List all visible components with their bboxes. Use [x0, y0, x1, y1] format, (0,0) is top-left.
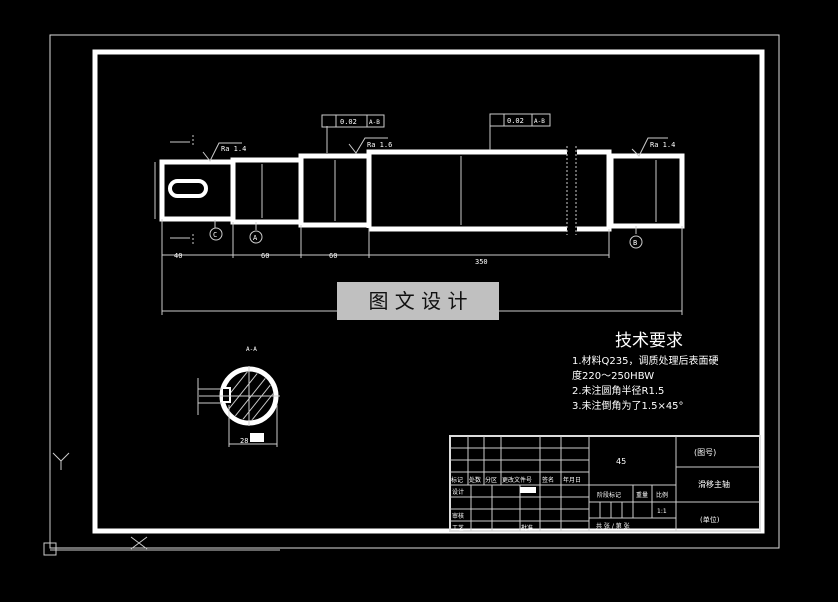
watermark-box: [337, 282, 499, 320]
tb-sheet: 共 张 / 第 张: [596, 522, 630, 530]
dim-length-1: 40: [174, 252, 182, 260]
tech-req-line-4: 3.未注倒角为了1.5×45°: [572, 399, 684, 412]
tolerance-frame-1: 0.02 A-B: [321, 114, 385, 128]
datum-a-circle: [249, 230, 263, 244]
shaft-segment-4: [366, 149, 612, 232]
datum-a: A: [253, 234, 258, 242]
roughness-1: Ra 1.4: [221, 145, 246, 153]
roughness-3: Ra 1.4: [650, 141, 675, 149]
tb-header-doc: 更改文件号: [502, 476, 532, 484]
section-view: [197, 366, 280, 447]
svg-text:A-B: A-B: [369, 119, 380, 126]
dim-length-2: 60: [261, 252, 269, 260]
datum-c: C: [213, 231, 217, 239]
tb-header-date: 年月日: [563, 476, 581, 484]
tech-req-line-2: 度220～250HBW: [572, 369, 654, 382]
roughness-symbols: [202, 137, 668, 162]
inner-frame: [92, 49, 765, 534]
shaft-main-view: [159, 149, 685, 232]
shaft-segment-1: [159, 159, 236, 222]
tb-drawing-no: (图号): [694, 448, 716, 457]
dim-length-overall: 350: [475, 258, 488, 266]
tb-check: 审核: [452, 512, 464, 520]
tb-approve: 批准: [521, 524, 533, 532]
tb-header-zone: 分区: [485, 476, 497, 484]
section-dim: 28: [240, 437, 248, 445]
dim-length-3: 60: [329, 252, 337, 260]
tb-header-mark: 标记: [451, 476, 463, 484]
datum-b-circle: [629, 235, 643, 249]
break-lines: [566, 146, 577, 235]
tech-req-line-3: 2.未注圆角半径R1.5: [572, 384, 664, 397]
outer-frame: [49, 34, 780, 549]
svg-text:0.02: 0.02: [340, 118, 357, 126]
tech-requirements-title: 技术要求: [615, 331, 683, 351]
section-label: A-A: [246, 346, 257, 353]
roughness-2: Ra 1.6: [367, 141, 392, 149]
tb-material: 45: [616, 457, 626, 466]
tb-scale: 1:1: [657, 508, 667, 515]
tb-unit: (单位): [700, 515, 720, 524]
tb-scale-label: 比例: [656, 491, 668, 499]
watermark-text: 图 文 设 计: [368, 289, 467, 313]
tb-process: 工艺: [452, 524, 464, 532]
tb-design: 设计: [452, 488, 464, 496]
tb-part-name: 滑移主轴: [698, 479, 730, 489]
datum-b: B: [633, 239, 637, 247]
tech-req-line-1: 1.材料Q235，调质处理后表面硬: [572, 354, 719, 367]
tolerance-frame-2: 0.02 A-B: [489, 113, 551, 127]
datum-c-circle: [209, 227, 223, 241]
tb-weight: 重量: [636, 491, 648, 499]
title-block-fill-mark: [520, 487, 536, 493]
svg-text:0.02: 0.02: [507, 117, 524, 125]
tb-stage-mark: 阶段标记: [597, 491, 621, 499]
tb-header-count: 处数: [469, 476, 481, 484]
shaft-segment-5: [608, 153, 685, 229]
tb-header-sign: 签名: [542, 476, 554, 484]
keyway-slot: [168, 179, 208, 198]
diameter-dimension-lines: [154, 126, 683, 315]
shaft-segment-2: [230, 157, 304, 225]
ucs-icon: [43, 452, 280, 556]
svg-text:A-B: A-B: [534, 118, 545, 125]
